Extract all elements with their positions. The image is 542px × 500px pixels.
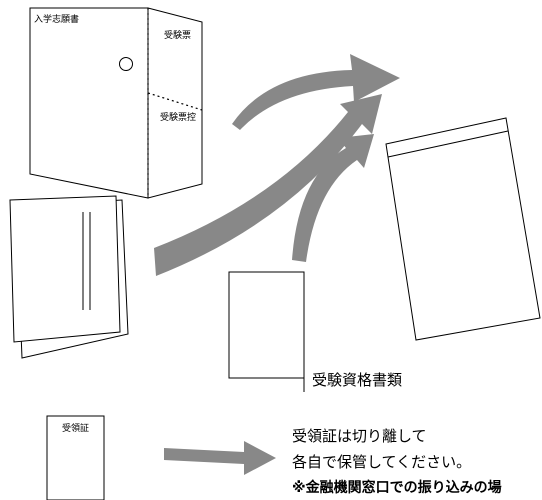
return-envelope-front bbox=[9, 195, 121, 343]
documents-label: 受験資格書類 bbox=[312, 371, 402, 389]
flow-arrows bbox=[154, 54, 400, 475]
receipt-sheet bbox=[46, 415, 105, 500]
mailing-envelope-body bbox=[385, 117, 541, 341]
receipt-slip: 受領証 bbox=[46, 415, 105, 500]
mailing-envelope bbox=[385, 117, 541, 341]
qualification-documents: 受験資格書類 bbox=[228, 271, 402, 392]
receipt-note-line-3: ※金融機関窓口での振り込みの場 bbox=[292, 479, 502, 496]
receipt-title: 受領証 bbox=[62, 422, 89, 434]
return-envelope bbox=[9, 195, 129, 359]
arrow-return-envelope-to-envelope bbox=[154, 94, 382, 276]
admission-ticket-label: 受験票 bbox=[164, 29, 191, 41]
arrow-receipt-keep bbox=[164, 441, 276, 475]
photo-circle bbox=[119, 57, 133, 71]
receipt-note-line-1: 受領証は切り離して bbox=[292, 427, 427, 445]
arrow-documents-to-envelope bbox=[292, 134, 374, 262]
arrow-form-to-envelope bbox=[232, 54, 400, 130]
documents-sheet bbox=[228, 271, 305, 379]
application-form-title: 入学志願書 bbox=[34, 13, 79, 25]
mailing-envelope-flap-line bbox=[387, 130, 509, 158]
application-form-main bbox=[29, 7, 149, 199]
receipt-note-line-2: 各自で保管してください。 bbox=[292, 453, 471, 471]
application-form: 入学志願書 受験票 受験票控 bbox=[29, 7, 203, 199]
ticket-stub-label: 受験票控 bbox=[160, 111, 196, 123]
receipt-instructions: 受領証は切り離して 各自で保管してください。 ※金融機関窓口での振り込みの場 bbox=[292, 427, 502, 496]
